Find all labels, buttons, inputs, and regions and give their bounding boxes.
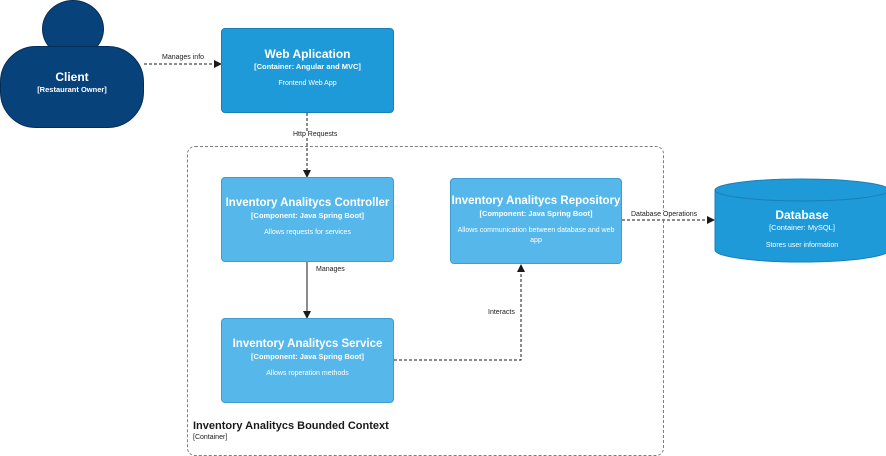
database-container[interactable]: Database [Container: MySQL] Stores user … [714,178,886,264]
edge-label-http-requests: Http Requests [292,131,339,138]
controller-component[interactable]: Inventory Analitycs Controller [Componen… [221,177,394,262]
repository-desc: Allows communication between database an… [457,227,615,244]
client-person[interactable]: Client [Restaurant Owner] [0,0,146,130]
repository-title: Inventory Analitycs Repository [451,195,621,207]
service-desc: Allows roperation methods [266,370,349,377]
webapp-type: [Container: Angular and MVC] [254,62,361,71]
webapp-desc: Frontend Web App [278,80,337,87]
controller-title: Inventory Analitycs Controller [225,197,390,209]
repository-component[interactable]: Inventory Analitycs Repository [Componen… [450,178,622,264]
repository-type: [Component: Java Spring Boot] [479,209,593,218]
database-text: Database [Container: MySQL] Stores user … [714,208,886,251]
controller-type: [Component: Java Spring Boot] [251,211,364,220]
service-type: [Component: Java Spring Boot] [251,352,364,361]
service-component[interactable]: Inventory Analitycs Service [Component: … [221,318,394,403]
boundary-title: Inventory Analitycs Bounded Context [193,420,389,432]
edge-service-to-repository [394,264,525,361]
service-title: Inventory Analitycs Service [232,338,383,350]
edge-label-interacts: Interacts [487,309,516,316]
edge-label-manages: Manages [315,266,346,273]
client-text: Client [Restaurant Owner] [0,70,144,95]
boundary-type: [Container] [193,434,228,441]
database-desc: Stores user information [765,242,839,249]
client-type: [Restaurant Owner] [37,85,107,94]
person-body-icon [0,46,144,128]
webapp-container[interactable]: Web Aplication [Container: Angular and M… [221,28,394,113]
database-type: [Container: MySQL] [769,223,835,232]
database-title: Database [775,208,829,222]
webapp-title: Web Aplication [264,47,351,61]
controller-desc: Allows requests for services [264,229,351,236]
database-cylinder-icon [714,178,886,263]
client-title: Client [55,70,89,84]
edge-label-manages-info: Manages info [161,54,206,61]
edge-label-database-operations: Database Operations [630,211,699,218]
